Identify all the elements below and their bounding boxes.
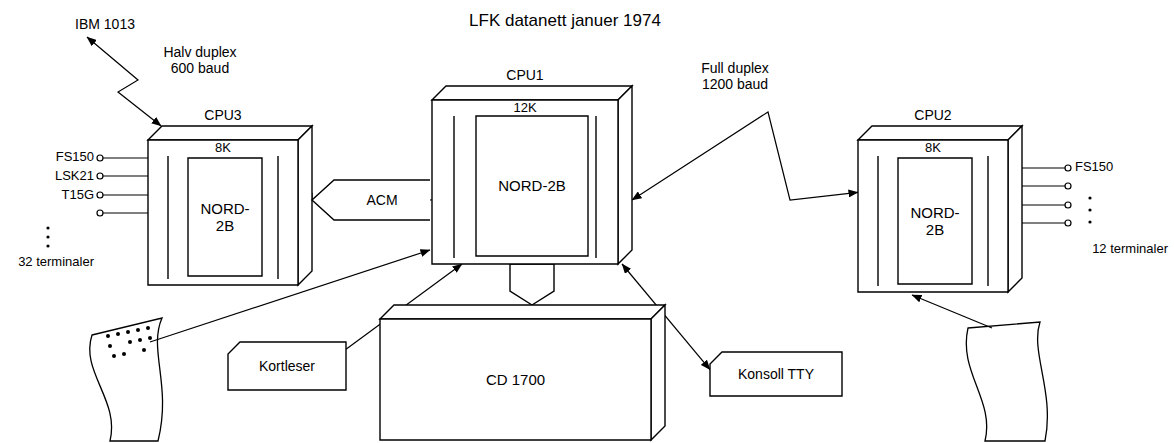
outline-stroke	[188, 158, 262, 276]
cpu-panel: NORD- 2B	[898, 158, 972, 284]
terminal-port	[97, 173, 103, 179]
outline-stroke	[898, 158, 972, 284]
node-label: Konsoll TTY	[738, 366, 814, 382]
host-computer: IBM 1013	[55, 12, 155, 37]
paper-tape	[90, 318, 163, 441]
outline-stroke	[476, 116, 588, 256]
link-line	[87, 37, 161, 126]
cpu-name: CPU2	[858, 107, 1008, 123]
memory-size: 12K	[432, 101, 618, 116]
link-line	[632, 112, 858, 200]
node-label: NORD- 2B	[908, 204, 963, 239]
cpu-box: NORD- 2BCPU28K	[858, 126, 1022, 292]
outline-stroke	[454, 116, 596, 258]
outline-stroke	[298, 126, 312, 285]
link-label: Full duplex 1200 baud	[688, 60, 782, 92]
acm-link: ACM	[312, 180, 430, 220]
terminal-port	[1065, 220, 1071, 226]
node-label: NORD-2B	[498, 177, 566, 194]
terminal-label: T15G	[24, 188, 94, 203]
paper-tape	[966, 322, 1047, 441]
node-label: IBM 1013	[75, 16, 135, 32]
node-label: ACM	[366, 192, 397, 208]
memory-size: 8K	[148, 141, 298, 156]
outline-stroke	[858, 126, 1022, 140]
node-label: NORD- 2B	[198, 200, 253, 235]
disk-unit: CD 1700	[380, 305, 665, 440]
terminal-label: FS150	[1075, 160, 1155, 175]
cpu-panel: NORD-2B	[476, 116, 588, 256]
cpu-name: CPU1	[432, 67, 618, 83]
cpu-box: NORD- 2BCPU38K	[148, 126, 312, 285]
terminal-port	[97, 155, 103, 161]
terminal-line	[103, 158, 148, 213]
tape-holes	[106, 326, 152, 358]
outline-stroke	[380, 305, 665, 319]
terminal-port	[97, 192, 103, 198]
terminal-port	[1065, 165, 1071, 171]
cpu-panel: NORD- 2B	[188, 158, 262, 276]
terminal-label: 12 terminaler	[1070, 242, 1168, 257]
outline-stroke	[148, 126, 312, 140]
outline-stroke	[432, 86, 632, 100]
bus-arrow	[510, 264, 554, 305]
outline-stroke	[710, 352, 842, 396]
outline-stroke	[432, 100, 618, 264]
memory-size: 8K	[858, 141, 1008, 156]
cpu-name: CPU3	[148, 107, 298, 123]
terminal-line	[1022, 168, 1065, 223]
tape-arrow	[912, 295, 992, 328]
node-label: Kortleser	[259, 358, 315, 374]
outline-stroke	[148, 140, 298, 285]
outline-stroke	[878, 156, 988, 286]
outline-stroke	[618, 86, 632, 264]
outline-stroke	[168, 156, 278, 279]
outline-stroke	[651, 305, 665, 440]
terminal-port	[97, 210, 103, 216]
outline-stroke	[1008, 126, 1022, 292]
terminal-port	[1065, 202, 1071, 208]
outline-stroke	[858, 140, 1008, 292]
outline-stroke	[228, 342, 346, 390]
terminal-label: FS150	[24, 150, 94, 165]
link-label: Halv duplex 600 baud	[160, 44, 240, 76]
outline-stroke	[380, 319, 651, 440]
cpu-box: NORD-2BCPU112K	[432, 86, 632, 264]
terminal-label: LSK21	[24, 169, 94, 184]
terminal-port	[1065, 183, 1071, 189]
diagram-title: LFK datanett januer 1974	[415, 11, 715, 31]
card-reader: Kortleser	[228, 342, 346, 390]
terminal-label: 32 terminaler	[2, 255, 94, 270]
console-tty: Konsoll TTY	[710, 352, 842, 396]
outline-stroke	[312, 180, 430, 220]
node-label: CD 1700	[486, 371, 545, 388]
